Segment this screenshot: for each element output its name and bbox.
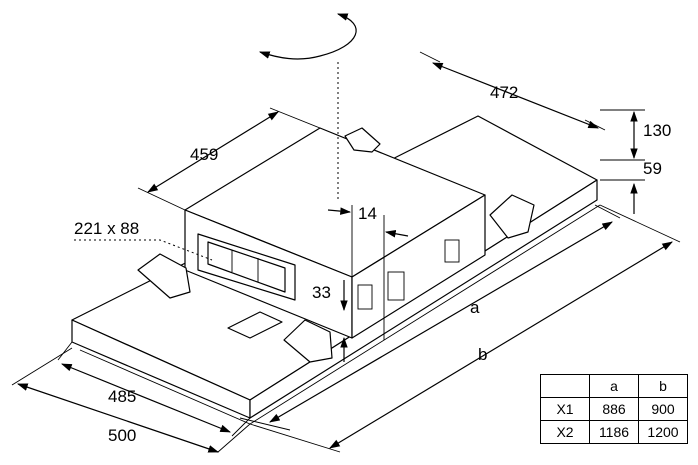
table-row: X1 886 900: [540, 397, 688, 421]
dim-472: 472: [419, 51, 606, 131]
dimension-table: a b X1 886 900 X2 1186 1200: [540, 374, 688, 444]
table-cell: 886: [589, 397, 639, 421]
table-cell: 900: [638, 397, 688, 421]
table-cell: [540, 374, 590, 398]
dim-485-label: 485: [108, 387, 136, 406]
dim-472-label: 472: [490, 83, 518, 102]
dim-500-label: 500: [108, 426, 136, 445]
outlet-divider: [231, 250, 259, 282]
dim-14-arrow-left: [327, 207, 352, 215]
table-cell: 1200: [638, 420, 688, 444]
dim-b: b: [249, 204, 681, 453]
dim-b-line: [329, 241, 673, 449]
table-cell: X2: [540, 420, 590, 444]
dim-500: 500: [11, 347, 251, 453]
table-header-row: a b: [540, 374, 688, 398]
table-cell: X1: [540, 397, 590, 421]
dim-opening-label: 221 x 88: [74, 219, 139, 238]
dim-a-label: a: [470, 298, 480, 317]
dim-459: 459: [137, 107, 321, 211]
dim-opening-leader: [74, 239, 213, 261]
bracket-back: [344, 127, 381, 153]
bracket-left: [137, 253, 191, 299]
dim-500-line: [16, 383, 220, 453]
dim-472-line: [431, 62, 600, 129]
dim-459-label: 459: [190, 145, 218, 164]
dim-b-label: b: [478, 345, 487, 364]
rotation-indicator: [258, 13, 357, 200]
dim-459-line: [147, 111, 279, 193]
dim-33-label: 33: [312, 283, 331, 302]
dim-heights: 130 59: [600, 109, 671, 214]
table-cell: a: [589, 374, 639, 398]
dim-opening: 221 x 88: [74, 219, 213, 261]
table-cell: b: [638, 374, 688, 398]
table-cell: 1186: [589, 420, 639, 444]
dim-130-label: 130: [643, 121, 671, 140]
dim-14-label: 14: [358, 204, 377, 223]
dim-59-label: 59: [643, 159, 662, 178]
rotation-arrow: [258, 13, 357, 60]
table-row: X2 1186 1200: [540, 420, 688, 444]
